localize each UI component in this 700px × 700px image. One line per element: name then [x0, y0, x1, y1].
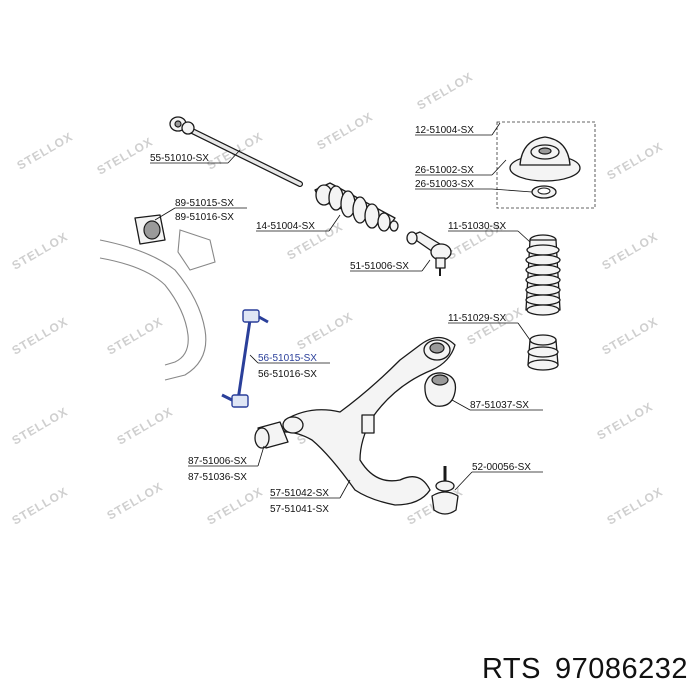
top-mount [509, 136, 581, 182]
top-bearing [531, 185, 557, 199]
label-tie-end: 51-51006-SX [350, 261, 409, 272]
tie-rod-end [406, 231, 452, 276]
label-ball-joint: 52-00056-SX [472, 462, 531, 473]
label-bushing-a: 87-51006-SX [188, 456, 247, 467]
label-arm-a: 57-51042-SX [270, 488, 329, 499]
label-bump-boot: 11-51030-SX [448, 221, 507, 232]
watermark: STELLOX [605, 139, 666, 182]
bump-boot [525, 234, 561, 316]
stabilizer-bushing [134, 214, 166, 245]
bump-stop [527, 334, 559, 371]
label-top-mount: 12-51004-SX [415, 125, 474, 136]
label-bearing-b: 26-51003-SX [415, 179, 474, 190]
watermark: STELLOX [105, 314, 166, 357]
watermark: STELLOX [15, 129, 76, 172]
label-bushing-b: 87-51036-SX [188, 472, 247, 483]
watermark: STELLOX [605, 484, 666, 527]
label-arm-b: 57-51041-SX [270, 504, 329, 515]
watermark: STELLOX [10, 229, 71, 272]
rack-boot [314, 182, 399, 232]
label-stab-bush-a: 89-51015-SX [175, 198, 234, 209]
label-bump-stop: 11-51029-SX [448, 313, 507, 324]
top-mount-group-frame [496, 121, 596, 209]
watermark: STELLOX [205, 484, 266, 527]
watermark: STELLOX [600, 314, 661, 357]
watermark: STELLOX [10, 314, 71, 357]
watermark: STELLOX [600, 229, 661, 272]
control-arm [282, 336, 456, 506]
watermark: STELLOX [10, 404, 71, 447]
stabilizer-link [221, 309, 269, 408]
label-arm-bush: 87-51037-SX [470, 400, 529, 411]
stabilizer-bar [99, 229, 216, 381]
ball-joint [431, 466, 459, 515]
label-link-a: 56-51015-SX [258, 353, 317, 364]
part-number: 97086232 [554, 653, 688, 685]
watermark: STELLOX [415, 69, 476, 112]
watermark: STELLOX [10, 484, 71, 527]
part-labels: 55-51010-SX 12-51004-SX 26-51002-SX 26-5… [150, 125, 531, 515]
part-reference: RTS 97086232 [468, 653, 688, 686]
watermark: STELLOX [95, 134, 156, 177]
watermark: STELLOX [295, 309, 356, 352]
label-bearing-a: 26-51002-SX [415, 165, 474, 176]
label-tie-rod: 55-51010-SX [150, 153, 209, 164]
tie-rod [169, 116, 303, 187]
label-link-b: 56-51016-SX [258, 369, 317, 380]
front-bushing [254, 421, 289, 449]
label-stab-bush-b: 89-51016-SX [175, 212, 234, 223]
watermark: STELLOX [315, 109, 376, 152]
watermark: STELLOX [105, 479, 166, 522]
watermark: STELLOX [595, 399, 656, 442]
watermark: STELLOX [465, 304, 526, 347]
brand-name: RTS [481, 653, 541, 685]
leader-lines [150, 122, 543, 499]
label-rack-boot: 14-51004-SX [256, 221, 315, 232]
watermark: STELLOX [115, 404, 176, 447]
rear-arm-bushing [424, 372, 457, 407]
